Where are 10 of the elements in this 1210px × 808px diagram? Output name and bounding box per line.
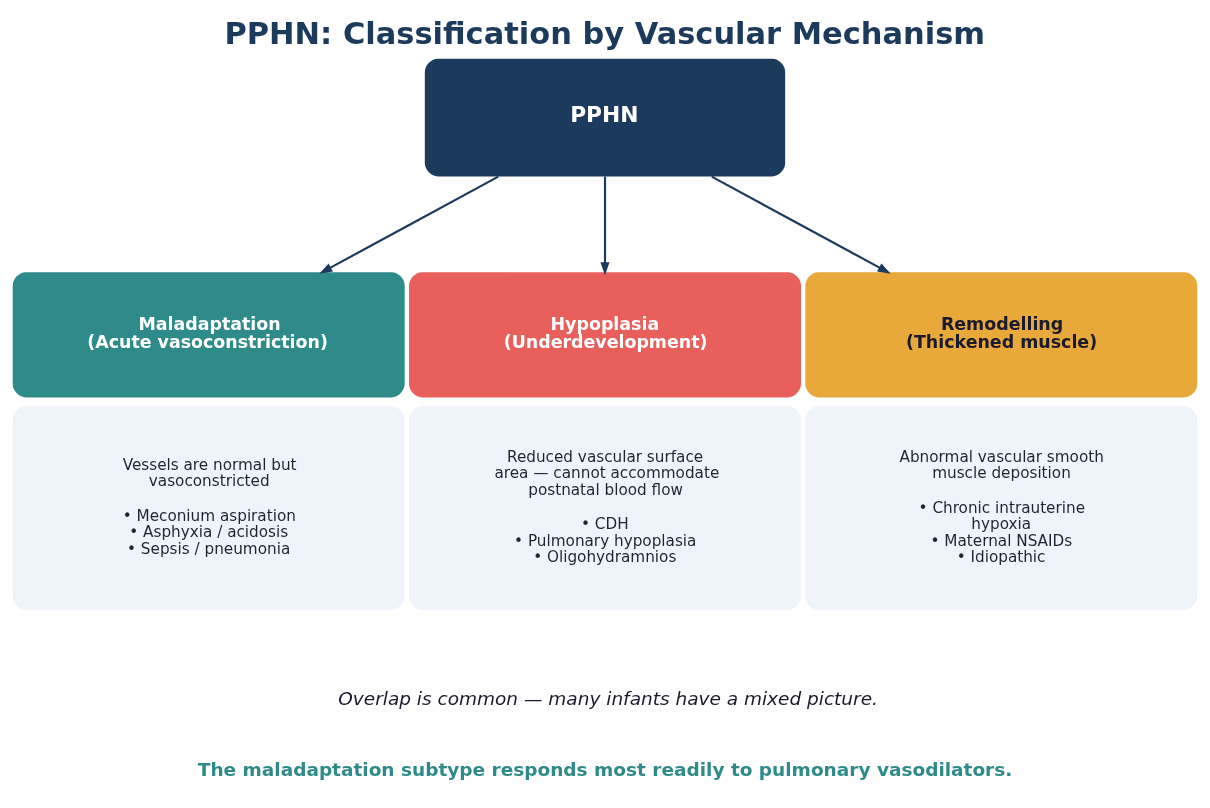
label: Overlap is common — many infants have a mixed picture.	[338, 687, 878, 709]
label: The maladaptation subtype responds most readily to pulmonary vasodilators.	[197, 758, 1013, 780]
arrow	[319, 175, 499, 274]
arrow	[711, 175, 891, 274]
node-box: Hypoplasia (Underdevelopment)	[409, 271, 801, 397]
node-box: Remodelling (Thickened muscle)	[805, 271, 1198, 397]
arrow	[600, 176, 610, 275]
node-box: PPHN	[424, 58, 786, 176]
diagram-title: PPHN: Classification by Vascular Mechanism	[224, 15, 986, 51]
node-box: Maladaptation (Acute vasoconstriction)	[12, 271, 405, 397]
